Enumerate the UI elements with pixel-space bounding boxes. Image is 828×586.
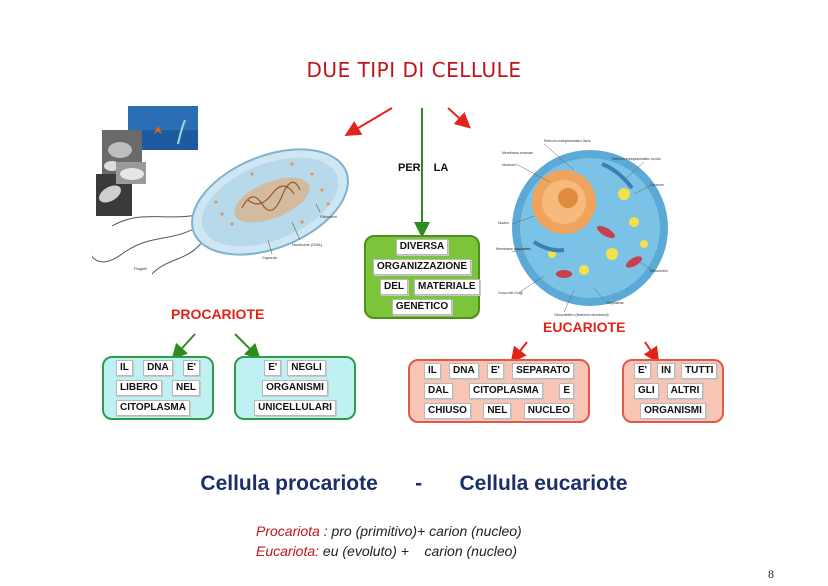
box-word: ALTRI bbox=[666, 383, 704, 399]
comparison-heading: Cellula procariote - Cellula eucariote bbox=[0, 472, 828, 496]
label-nucleo: Nucleo bbox=[498, 221, 509, 225]
definition-term: Procariota bbox=[256, 523, 320, 539]
box-word: ORGANISMI bbox=[262, 380, 328, 396]
box-word: E' bbox=[634, 363, 652, 379]
label-flagelli: Flagelli bbox=[134, 266, 147, 271]
label-membrana-plasmatica: Membrana plasmatica bbox=[496, 247, 530, 251]
label-citoscheletro: Citoscheletro (filamenti microtubuli) bbox=[554, 313, 609, 317]
page-number: 8 bbox=[768, 567, 774, 581]
arrow-eucariote-box2 bbox=[643, 341, 660, 364]
label-ribosomi: Ribosomi bbox=[320, 214, 337, 219]
box-word: UNICELLULARI bbox=[254, 400, 336, 416]
box-word: E bbox=[559, 383, 574, 399]
definition-text: eu (evoluto) + carion (nucleo) bbox=[319, 543, 518, 559]
label-membrana-nucleare: Membrana nucleare bbox=[502, 151, 533, 155]
center-word: ORGANIZZAZIONE bbox=[373, 259, 471, 275]
label-reticolo-liscio: Reticolo endoplasmatico liscio bbox=[544, 139, 591, 143]
box-word: CITOPLASMA bbox=[468, 383, 543, 399]
eukaryote-illustration: Reticolo endoplasmatico liscio Membrana … bbox=[496, 139, 668, 317]
eucariote-organisms-box: E' IN TUTTI GLI ALTRI ORGANISMI bbox=[622, 359, 724, 423]
label-reticolo-ruvido: Reticolo endoplasmatico ruvido bbox=[612, 157, 661, 161]
box-word: NEL bbox=[172, 380, 200, 396]
label-lisosomi: Lisosomi bbox=[650, 183, 664, 187]
procariote-dna-box: IL DNA E' LIBERO NEL CITOPLASMA bbox=[102, 356, 214, 420]
box-word: CITOPLASMA bbox=[116, 400, 190, 416]
arrow-to-procariote bbox=[344, 107, 393, 137]
center-word: MATERIALE bbox=[414, 279, 480, 295]
arrow-procariote-box2 bbox=[234, 333, 261, 360]
label-mitocondrio: Mitocondrio bbox=[650, 269, 668, 273]
box-word: NUCLEO bbox=[523, 403, 574, 419]
definition-text: : pro (primitivo)+ carion (nucleo) bbox=[319, 523, 522, 539]
label-citoplasma: Citoplasma bbox=[606, 301, 624, 305]
comparison-left: Cellula procariote bbox=[200, 472, 378, 495]
box-word: SEPARATO bbox=[512, 363, 574, 379]
comparison-separator: - bbox=[415, 472, 423, 495]
box-word: IN bbox=[657, 363, 676, 379]
label-corpo-golgi: Corpo del Golgi bbox=[498, 291, 523, 295]
eucariote-heading: EUCARIOTE bbox=[543, 319, 626, 335]
definition-term: Eucariota: bbox=[256, 543, 320, 559]
definition-eucariota: Eucariota: eu (evoluto) + carion (nucleo… bbox=[256, 543, 517, 559]
box-word: E' bbox=[264, 360, 282, 376]
box-word: TUTTI bbox=[681, 363, 718, 379]
procariote-organisms-box: E' NEGLI ORGANISMI UNICELLULARI bbox=[234, 356, 356, 420]
box-word: DNA bbox=[449, 363, 479, 379]
center-genetic-material-box: DIVERSA ORGANIZZAZIONE DEL MATERIALE GENE… bbox=[364, 235, 480, 319]
box-word: LIBERO bbox=[116, 380, 162, 396]
box-word: NEL bbox=[483, 403, 512, 419]
box-word: ORGANISMI bbox=[640, 403, 706, 419]
box-word: GLI bbox=[634, 383, 659, 399]
box-word: IL bbox=[424, 363, 441, 379]
label-nucleolo: Nucleolo bbox=[502, 163, 516, 167]
box-word: IL bbox=[116, 360, 133, 376]
box-word: NEGLI bbox=[287, 360, 326, 376]
box-word: CHIUSO bbox=[424, 403, 471, 419]
page-title: DUE TIPI DI CELLULE bbox=[306, 58, 522, 82]
center-word: DEL bbox=[380, 279, 408, 295]
arrow-procariote-box1 bbox=[171, 333, 196, 360]
box-word: E' bbox=[182, 360, 200, 376]
connector-label: PER LA bbox=[398, 162, 449, 174]
label-nucleoide: Nucleoide (DNA) bbox=[292, 242, 323, 247]
center-word: DIVERSA bbox=[395, 239, 449, 255]
prokaryote-illustration: Ribosomi Nucleoide (DNA) Capsula Flagell… bbox=[92, 106, 349, 275]
definition-procariota: Procariota : pro (primitivo)+ carion (nu… bbox=[256, 523, 522, 539]
eucariote-dna-box: IL DNA E' SEPARATO DAL CITOPLASMA E CHIUSO NEL… bbox=[408, 359, 590, 423]
box-word: DNA bbox=[143, 360, 173, 376]
arrow-eucariote-box1 bbox=[510, 341, 528, 364]
arrow-to-eucariote bbox=[447, 107, 471, 129]
comparison-right: Cellula eucariote bbox=[459, 472, 628, 495]
procariote-heading: PROCARIOTE bbox=[171, 306, 265, 322]
box-word: DAL bbox=[424, 383, 453, 399]
center-word: GENETICO bbox=[391, 299, 453, 315]
label-capsula: Capsula bbox=[262, 255, 277, 260]
box-word: E' bbox=[486, 363, 504, 379]
